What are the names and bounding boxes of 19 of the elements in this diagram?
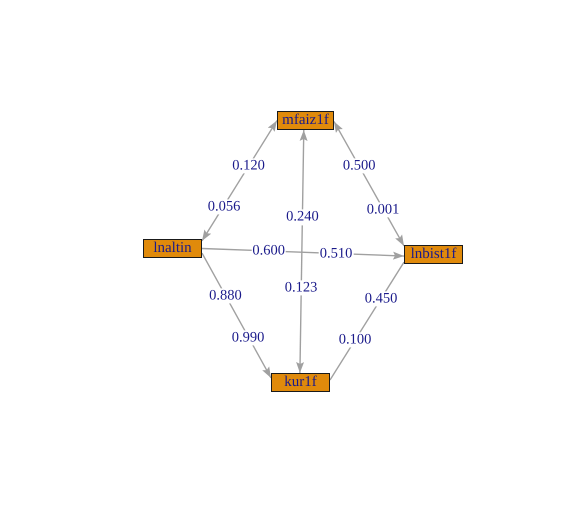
variable-box [271,373,330,392]
node-label: lnbist1f [410,247,456,262]
node-label: mfaiz1f [282,113,329,128]
node-label: kur1f [284,375,317,390]
variable-box [277,111,334,130]
edge-label: 0.120 [231,158,266,174]
value-label: 0.001 [366,202,400,218]
double-arrow [296,130,308,374]
edge-label: 0.450 [364,291,398,306]
value-label: 0.100 [338,332,372,348]
edge-label: 0.880 [208,288,243,304]
edge-label: 0.240 [285,210,320,226]
variable-box [143,239,202,258]
node-label: lnaltin [153,241,192,256]
edge-label: 0.500 [342,158,376,174]
value-label: 0.056 [206,199,242,215]
value-label: 0.123 [284,280,318,296]
variable-box [404,245,463,264]
value-label: 0.990 [230,330,266,346]
